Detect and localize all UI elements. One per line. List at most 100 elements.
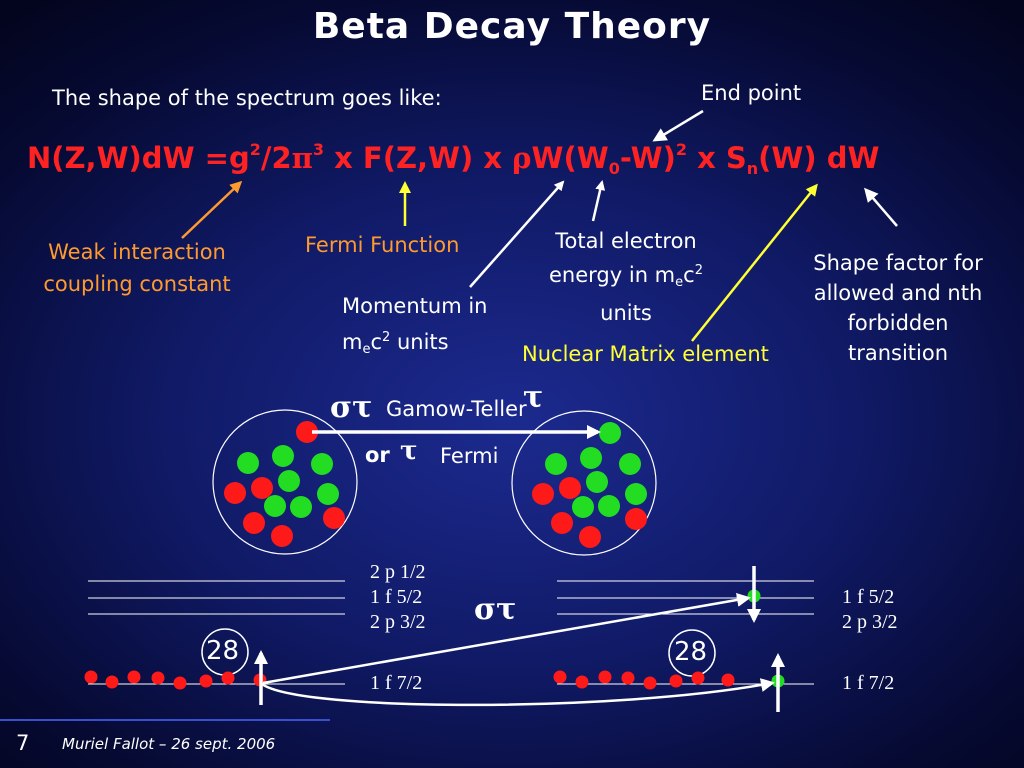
proton — [551, 512, 573, 534]
gamow-teller-label: Gamow-Teller — [386, 397, 527, 421]
intro-text: The shape of the spectrum goes like: — [52, 86, 442, 110]
neutron — [237, 452, 259, 474]
label-line: coupling constant — [43, 272, 231, 296]
neutron — [317, 483, 339, 505]
neutron — [272, 445, 294, 467]
proton — [721, 673, 735, 687]
right-f72-nucleons — [553, 670, 735, 690]
magic-number-circle-left — [201, 628, 249, 676]
label-line: Total electron — [555, 229, 697, 253]
formula-part: N(Z,W)dW =g — [27, 141, 250, 175]
left-shell-levels — [88, 580, 345, 685]
sigma-tau-transition: στ — [474, 592, 517, 627]
end-point-label: End point — [701, 81, 802, 105]
label-part: c — [683, 263, 695, 287]
or-label: or — [365, 443, 390, 467]
formula-pi: π — [291, 141, 313, 175]
label-superscript: 2 — [694, 263, 703, 278]
neutron — [598, 495, 620, 517]
proton — [221, 671, 235, 685]
level-1f52-label-right: 1 f 5/2 — [842, 586, 895, 608]
neutron — [572, 496, 594, 518]
proton — [669, 674, 683, 688]
label-line: energy in mec2 — [528, 256, 724, 298]
proton — [621, 671, 635, 685]
fermi-function-label: Fermi Function — [305, 233, 460, 257]
right-shell-levels — [557, 580, 814, 685]
label-line: mec2 units — [342, 322, 487, 366]
label-subscript: e — [362, 342, 371, 357]
momentum-arrow — [469, 180, 565, 288]
total-energy-arrow — [591, 180, 606, 222]
magic-number-right: 28 — [674, 637, 708, 667]
formula-part: /2 — [260, 141, 292, 175]
neutron — [625, 483, 647, 505]
proton — [199, 674, 213, 688]
nuclear-matrix-label: Nuclear Matrix element — [522, 342, 769, 366]
formula-subscript: n — [746, 159, 759, 178]
spectrum-formula: N(Z,W)dW =g2/2π3 x F(Z,W) x ρW(W0-W)2 x … — [27, 140, 880, 178]
proton — [84, 670, 98, 684]
left-f72-nucleons — [84, 670, 267, 690]
nuclear-matrix-arrow — [691, 183, 818, 342]
parent-nucleons — [224, 421, 345, 547]
label-subscript: e — [675, 275, 684, 290]
level-1f72-label-left: 1 f 7/2 — [370, 672, 423, 694]
sigma-tau-operator: στ — [330, 390, 373, 425]
daughter-nucleons — [532, 422, 647, 548]
level-2p32-label-right: 2 p 3/2 — [842, 611, 898, 633]
formula-exponent: 3 — [312, 140, 325, 159]
formula-subscript: 0 — [608, 159, 620, 178]
magic-number-circle-right — [668, 629, 716, 677]
proton — [105, 675, 119, 689]
shape-factor-arrow — [864, 187, 898, 227]
neutron — [599, 422, 621, 444]
neutron — [619, 453, 641, 475]
formula-part: x F(Z,W) x — [324, 141, 513, 175]
fermi-transition-curve — [261, 678, 775, 707]
neutron — [264, 495, 286, 517]
neutron — [580, 447, 602, 469]
neutron — [290, 496, 312, 518]
proton — [243, 512, 265, 534]
level-1f52-label-left: 1 f 5/2 — [370, 586, 423, 608]
label-superscript: 2 — [382, 330, 391, 345]
label-line: forbidden — [847, 311, 949, 335]
formula-part: x S — [686, 141, 747, 175]
formula-rho: ρ — [512, 141, 532, 175]
proton — [323, 507, 345, 529]
parent-nucleus — [212, 409, 358, 555]
neutron — [545, 453, 567, 475]
label-part: units — [390, 330, 449, 354]
proton — [575, 675, 589, 689]
fermi-label: Fermi — [440, 444, 499, 468]
proton — [271, 525, 293, 547]
neutron — [311, 453, 333, 475]
label-line: Momentum in — [342, 294, 488, 318]
label-part: energy in m — [549, 263, 676, 287]
slide-title: Beta Decay Theory — [312, 6, 712, 47]
neutron — [278, 470, 300, 492]
neutron — [586, 471, 608, 493]
total-energy-label: Total electron energy in mec2 units — [528, 226, 724, 328]
formula-exponent: 2 — [675, 140, 687, 159]
level-2p12-label: 2 p 1/2 — [370, 561, 426, 583]
label-line: allowed and nth — [813, 281, 983, 305]
formula-part: -W) — [619, 141, 676, 175]
magic-number-left: 28 — [206, 636, 240, 666]
proton — [598, 670, 612, 684]
proton — [127, 670, 141, 684]
proton — [173, 676, 187, 690]
label-line: transition — [847, 341, 949, 365]
proton — [151, 671, 165, 685]
proton — [559, 477, 581, 499]
tau-operator: τ — [400, 436, 418, 466]
daughter-nucleus — [511, 410, 657, 556]
proton — [296, 421, 318, 443]
label-line: Weak interaction — [48, 240, 226, 264]
weak-coupling-label: Weak interaction coupling constant — [28, 236, 246, 300]
gamow-teller-transition-line — [262, 593, 751, 685]
proton — [553, 670, 567, 684]
level-1f72-label-right: 1 f 7/2 — [842, 672, 895, 694]
